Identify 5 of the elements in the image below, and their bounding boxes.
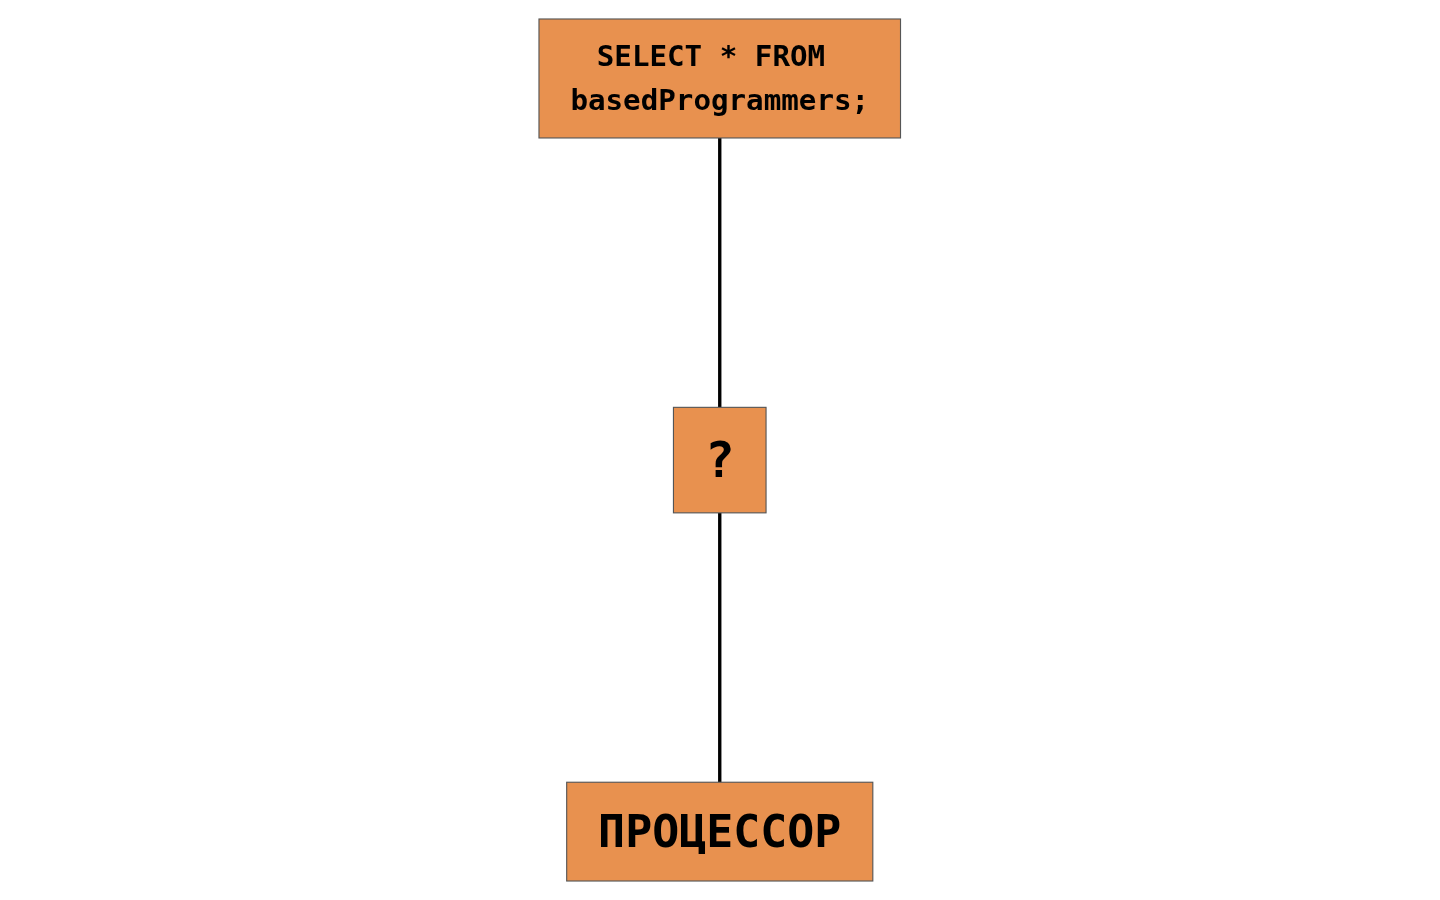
connector: [718, 137, 722, 408]
node-box: SELECT * FROM basedProgrammers;: [538, 18, 902, 139]
node-box: ПРОЦЕССОР: [566, 781, 874, 882]
node-box: ?: [673, 406, 767, 514]
connector: [718, 512, 722, 783]
